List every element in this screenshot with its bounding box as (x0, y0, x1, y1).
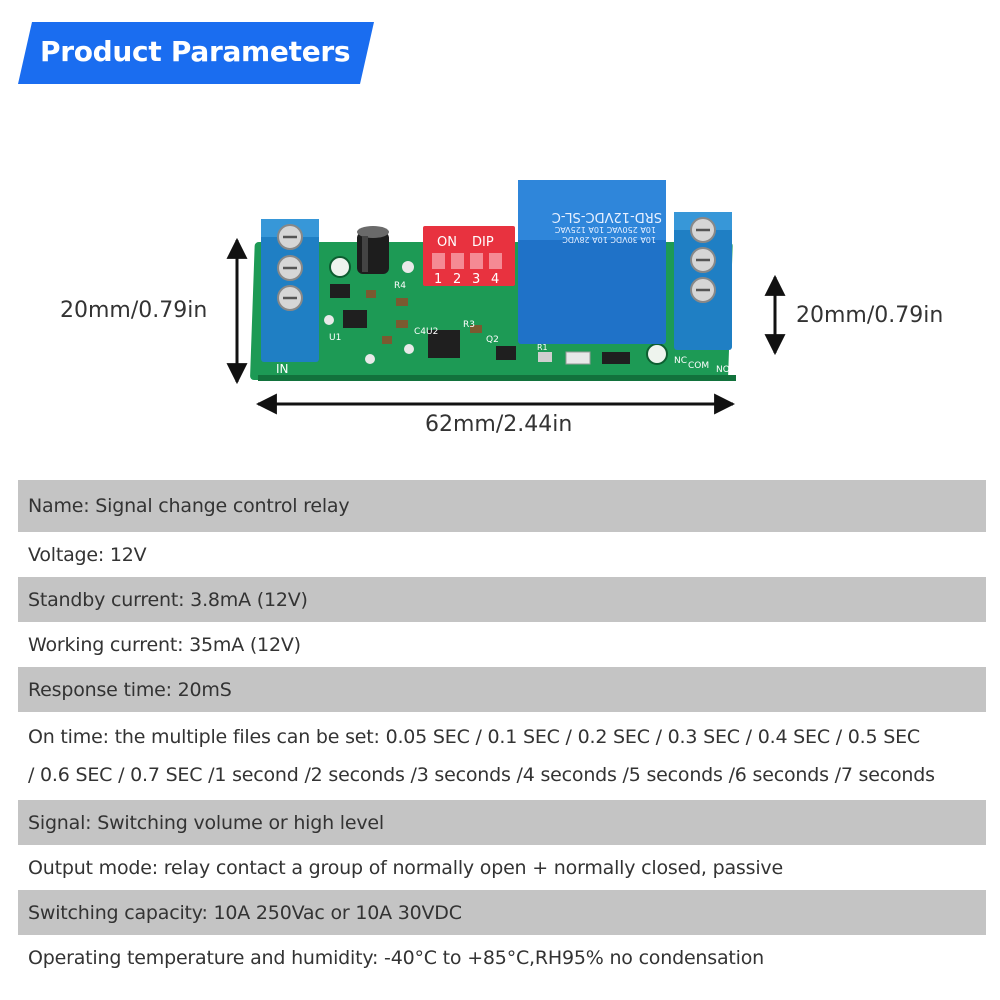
r3-label: R3 (463, 320, 475, 330)
banner-shape (18, 22, 374, 84)
page-title: Product Parameters (40, 35, 351, 68)
spec-name-text: Name: Signal change control relay (28, 495, 350, 517)
r4-label: R4 (394, 281, 406, 291)
electrolytic-capacitor (357, 226, 389, 274)
no-label: NO (716, 365, 730, 375)
spec-row-on-time: On time: the multiple files can be set: … (18, 712, 986, 800)
header-banner: Product Parameters (18, 22, 374, 84)
c4u2-label: C4U2 (414, 327, 438, 337)
spec-row-output: Output mode: relay contact a group of no… (18, 845, 986, 890)
in-label: IN (276, 362, 289, 376)
dip-4-label: 4 (491, 272, 499, 287)
dip-2-label: 2 (453, 272, 461, 287)
spec-temperature-text: Operating temperature and humidity: -40°… (28, 946, 765, 969)
relay-rating-label-1: 10A 250VAC 10A 125VAC (554, 225, 656, 234)
product-illustration: ON DIP 1 2 3 4 SRD-12VDC-SL-C 10A 250VAC… (0, 150, 1000, 450)
spec-row-name: Name: Signal change control relay (18, 480, 986, 532)
spec-row-working: Working current: 35mA (12V) (18, 622, 986, 667)
spec-signal-text: Signal: Switching volume or high level (28, 811, 384, 834)
spec-row-standby: Standby current: 3.8mA (12V) (18, 577, 986, 622)
u1-label: U1 (329, 333, 341, 343)
spec-row-capacity: Switching capacity: 10A 250Vac or 10A 30… (18, 890, 986, 935)
spec-row-voltage: Voltage: 12V (18, 532, 986, 577)
spec-capacity-text: Switching capacity: 10A 250Vac or 10A 30… (28, 901, 462, 924)
relay-model-label: SRD-12VDC-SL-C (552, 209, 662, 224)
q2-label: Q2 (486, 335, 499, 345)
relay-board-image: ON DIP 1 2 3 4 SRD-12VDC-SL-C 10A 250VAC… (226, 180, 786, 415)
height-label-left: 20mm/0.79in (60, 298, 208, 323)
spec-row-temperature: Operating temperature and humidity: -40°… (18, 935, 986, 980)
spec-working-text: Working current: 35mA (12V) (28, 633, 301, 656)
spec-standby-text: Standby current: 3.8mA (12V) (28, 588, 308, 611)
relay: SRD-12VDC-SL-C 10A 250VAC 10A 125VAC 10A… (518, 180, 666, 344)
dip-1-label: 1 (434, 272, 442, 287)
r1-label: R1 (537, 343, 548, 352)
com-label: COM (688, 361, 709, 371)
nc-label: NC (674, 356, 687, 366)
width-label: 62mm/2.44in (425, 412, 573, 437)
dip-on-label: ON (437, 235, 457, 250)
spec-row-response: Response time: 20mS (18, 667, 986, 712)
spec-response-text: Response time: 20mS (28, 678, 232, 701)
terminal-block-out (674, 212, 732, 350)
dip-dip-label: DIP (472, 235, 494, 250)
dip-3-label: 3 (472, 272, 480, 287)
spec-row-signal: Signal: Switching volume or high level (18, 800, 986, 845)
spec-table: Name: Signal change control relay Voltag… (18, 480, 986, 980)
smd-components (330, 284, 630, 365)
spec-on-time-line1: On time: the multiple files can be set: … (28, 726, 920, 748)
terminal-block-in (261, 219, 319, 362)
spec-on-time-line2: / 0.6 SEC / 0.7 SEC /1 second /2 seconds… (28, 764, 935, 786)
relay-rating-label-2: 10A 30VDC 10A 28VDC (562, 235, 656, 244)
spec-voltage-text: Voltage: 12V (28, 543, 147, 566)
dip-switch: ON DIP 1 2 3 4 (423, 226, 515, 287)
height-label-right: 20mm/0.79in (796, 303, 944, 328)
spec-output-text: Output mode: relay contact a group of no… (28, 856, 783, 879)
